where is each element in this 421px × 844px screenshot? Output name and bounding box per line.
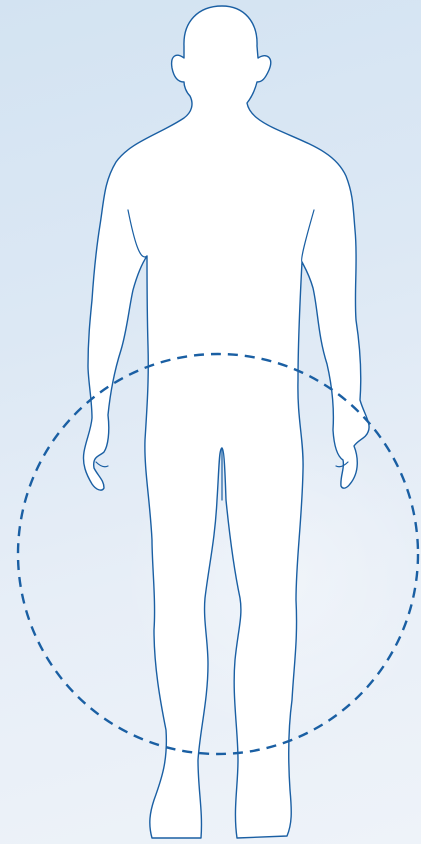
left-thumb-line <box>96 462 108 467</box>
body-silhouette <box>83 6 369 838</box>
